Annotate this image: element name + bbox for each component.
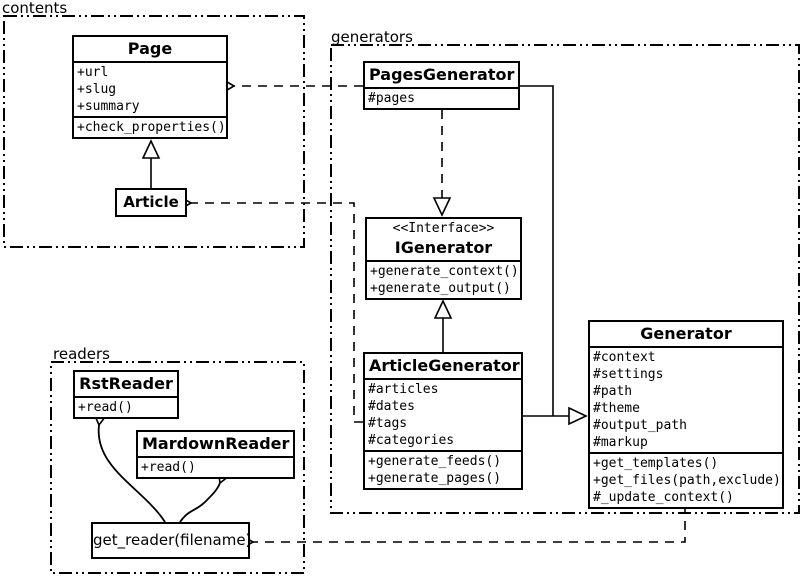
attr-row: #categories [368, 433, 455, 448]
attr-row: #context [593, 350, 656, 365]
attr-row: #theme [593, 401, 640, 416]
package-border-readers [50, 361, 305, 574]
class-methods: +check_properties() [74, 116, 226, 137]
method-row: +generate_pages() [368, 471, 502, 486]
attr-row: +summary [77, 99, 140, 114]
package-label-contents: contents [2, 0, 68, 17]
class-pagesgenerator: PagesGenerator #pages [363, 61, 520, 110]
attr-row: #articles [368, 382, 439, 397]
package-border-generators [330, 44, 800, 514]
class-title: Generator [640, 324, 732, 343]
class-markdownreader: MardownReader +read() [136, 430, 295, 479]
class-page: Page +url +slug +summary +check_properti… [72, 35, 228, 139]
method-row: +generate_output() [370, 281, 511, 296]
association-getreader-to-markdownreader [179, 469, 232, 523]
package-label-readers: readers [53, 345, 110, 363]
class-attributes: #pages [365, 87, 518, 108]
class-generator: Generator #context #settings #path #them… [588, 320, 784, 509]
class-article: Article [115, 188, 187, 217]
class-title: Page [127, 39, 173, 58]
method-row: #_update_context() [593, 490, 734, 505]
attr-row: #dates [368, 399, 415, 414]
dependency-articlegenerator-to-article [178, 195, 363, 423]
package-label-generators: generators [331, 28, 413, 46]
class-rstreader: RstReader +read() [73, 370, 179, 419]
class-methods: +get_templates() +get_files(path,exclude… [590, 452, 782, 507]
class-title: MardownReader [142, 434, 290, 453]
attr-row: #markup [593, 435, 648, 450]
class-stereotype: <<Interface>> [392, 221, 495, 236]
attr-row: #pages [368, 91, 415, 106]
method-row: +get_files(path,exclude) [593, 473, 781, 488]
class-articlegenerator: ArticleGenerator #articles #dates #tags … [363, 352, 523, 490]
package-border-contents [3, 15, 305, 248]
attr-row: #tags [368, 416, 408, 431]
class-title: IGenerator [394, 238, 493, 257]
method-row: +get_templates() [593, 456, 719, 471]
class-methods: +read() [138, 456, 293, 477]
generalization-pagesgenerator-to-generator [520, 85, 554, 416]
method-row: +read() [78, 400, 133, 415]
method-row: +generate_context() [370, 264, 519, 279]
attr-row: #output_path [593, 418, 687, 433]
class-methods: +generate_context() +generate_output() [367, 260, 520, 298]
class-attributes: #context #settings #path #theme #output_… [590, 346, 782, 452]
attr-row: #settings [593, 367, 664, 382]
attr-row: +url [77, 65, 109, 80]
association-getreader-to-rstreader [92, 411, 166, 523]
method-row: +generate_feeds() [368, 454, 502, 469]
class-methods: +generate_feeds() +generate_pages() [365, 450, 521, 488]
attr-row: +slug [77, 82, 117, 97]
class-title: Article [123, 193, 179, 211]
node-get-reader: get_reader(filename) [91, 522, 251, 559]
class-attributes: +url +slug +summary [74, 61, 226, 116]
class-igenerator: <<Interface>> IGenerator +generate_conte… [365, 217, 522, 300]
attr-row: #path [593, 384, 633, 399]
class-methods: +read() [75, 396, 177, 417]
method-row: +read() [141, 460, 196, 475]
class-title: PagesGenerator [369, 65, 515, 84]
dependency-generator-to-getreader [240, 505, 686, 550]
class-attributes: #articles #dates #tags #categories [365, 378, 521, 450]
class-title: ArticleGenerator [369, 356, 520, 375]
method-row: +check_properties() [77, 120, 226, 135]
class-title: RstReader [79, 374, 173, 393]
